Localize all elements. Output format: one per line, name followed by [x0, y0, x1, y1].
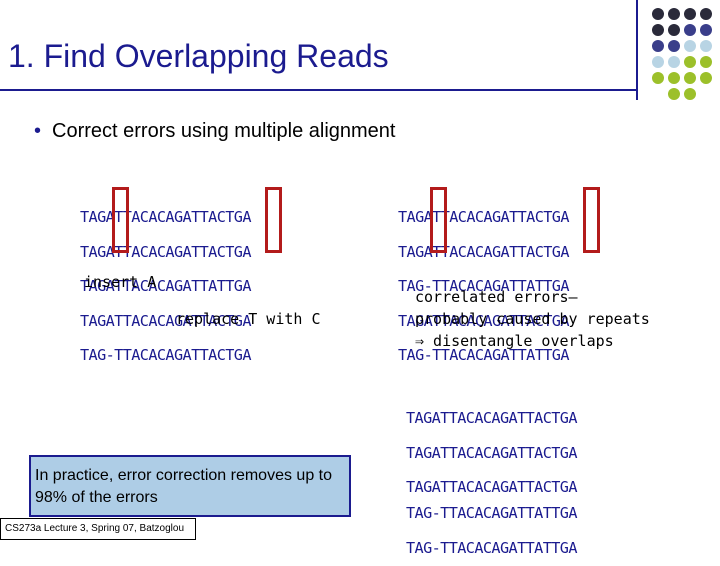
decorative-dot [700, 8, 712, 20]
note-line: probably caused by repeats [415, 310, 650, 328]
bullet-icon: • [34, 120, 42, 142]
alignment-row: TAGATTACACAGATTACTGA [80, 311, 251, 330]
alignment-row: TAGATTACACAGATTACTGA [406, 409, 577, 427]
right-alignment: TAGATTACACAGATTACTGA TAGATTACACAGATTACTG… [398, 189, 569, 373]
alignment-row: TAG-TTACACAGATTACTGA [80, 346, 251, 364]
bullet-point: • Correct errors using multiple alignment [34, 120, 395, 143]
decorative-dot [668, 88, 680, 100]
alignment-row: TAG-TTACACAGATTATTGA [406, 538, 577, 557]
cluster-a: TAGATTACACAGATTACTGA TAGATTACACAGATTACTG… [406, 390, 577, 505]
cluster-b: TAG-TTACACAGATTATTGA TAG-TTACACAGATTATTG… [406, 485, 577, 566]
title-vertical-rule [636, 0, 638, 100]
correlated-error-box-1 [430, 187, 447, 253]
left-alignment: TAGATTACACAGATTACTGA TAGATTACACAGATTACTG… [80, 189, 251, 373]
replace-label: replace T with C [176, 310, 321, 328]
decorative-dot [684, 24, 696, 36]
decorative-dot [684, 56, 696, 68]
decorative-dot [652, 56, 664, 68]
slide-title: 1. Find Overlapping Reads [8, 38, 389, 74]
decorative-dot [700, 56, 712, 68]
decorative-dot [668, 72, 680, 84]
decorative-dot [652, 8, 664, 20]
replace-error-box [265, 187, 282, 253]
decorative-dot [700, 24, 712, 36]
decorative-dot [652, 72, 664, 84]
callout-text: In practice, error correction removes up… [35, 467, 333, 506]
decorative-dot [684, 40, 696, 52]
decorative-dot-grid [652, 8, 712, 100]
title-underline [0, 89, 636, 91]
decorative-dot [668, 24, 680, 36]
decorative-dot [668, 40, 680, 52]
decorative-dot [652, 40, 664, 52]
alignment-row: TAGATTACACAGATTACTGA [398, 242, 569, 261]
alignment-row: TAGATTACACAGATTATTGA [80, 277, 251, 295]
correlated-errors-note: correlated errors— probably caused by re… [415, 286, 650, 352]
alignment-row: TAGATTACACAGATTACTGA [398, 311, 569, 330]
alignment-row: TAGATTACACAGATTACTGA [398, 208, 569, 226]
decorative-dot [684, 88, 696, 100]
alignment-row: TAGATTACACAGATTACTGA [80, 242, 251, 261]
decorative-dot [652, 24, 664, 36]
note-line: correlated errors— [415, 288, 578, 306]
alignment-row: TAGATTACACAGATTACTGA [406, 443, 577, 462]
correlated-error-box-2 [583, 187, 600, 253]
note-line: ⇒ disentangle overlaps [415, 332, 614, 350]
insert-error-box [112, 187, 129, 253]
alignment-row: TAGATTACACAGATTACTGA [80, 208, 251, 226]
alignment-row: TAG-TTACACAGATTATTGA [398, 346, 569, 364]
decorative-dot [668, 8, 680, 20]
callout-box: In practice, error correction removes up… [29, 455, 351, 517]
bullet-text: Correct errors using multiple alignment [52, 120, 396, 142]
alignment-row: TAG-TTACACAGATTATTGA [406, 504, 577, 522]
decorative-dot [700, 72, 712, 84]
alignment-row: TAG-TTACACAGATTATTGA [398, 277, 569, 295]
decorative-dot [700, 40, 712, 52]
decorative-dot [684, 72, 696, 84]
alignment-row: TAGATTACACAGATTACTGA [406, 478, 577, 496]
decorative-dot [668, 56, 680, 68]
slide-footer: CS273a Lecture 3, Spring 07, Batzoglou [0, 518, 196, 540]
decorative-dot [684, 8, 696, 20]
insert-label: insert A [84, 273, 157, 291]
